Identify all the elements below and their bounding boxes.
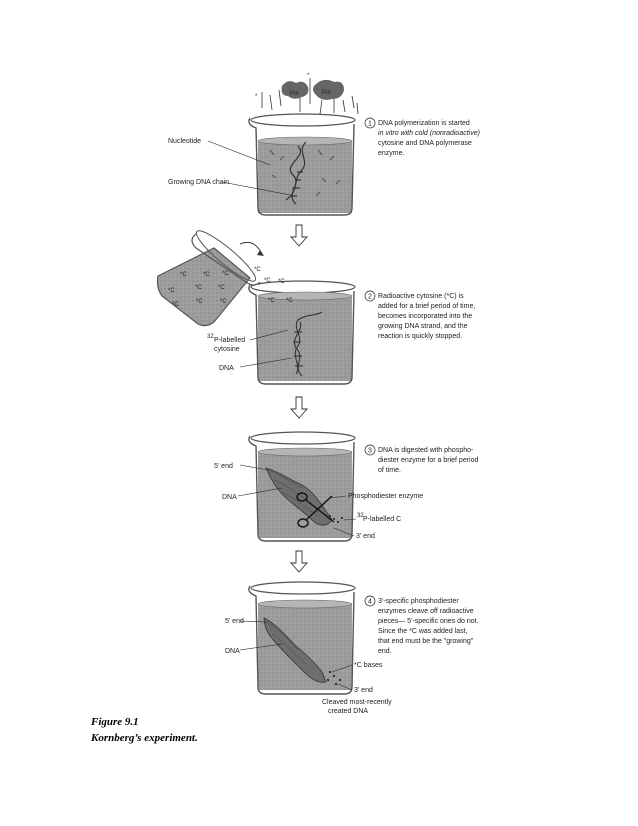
- three-end-label-4: 3' end: [354, 687, 373, 694]
- five-end-label-4: 5' end: [225, 618, 244, 625]
- step-3-text-line-3: of time.: [378, 467, 401, 474]
- step-4-text-line-2: enzymes cleave off radioactive: [378, 608, 474, 615]
- svg-text:Pol: Pol: [290, 91, 299, 97]
- falling-nucleotides: [262, 78, 358, 114]
- step-3-text-line-1: DNA is digested with phospho-: [378, 447, 474, 454]
- cleaved-label-line-2: created DNA: [328, 708, 368, 715]
- step-4-text-line-1: 3'-specific phosphodiester: [378, 598, 459, 605]
- svg-text:*: *: [307, 73, 310, 79]
- pouring-c-mark-4: *C: [168, 288, 175, 294]
- step-1-text-line-1: DNA polymerization is started: [378, 120, 470, 127]
- step-2-text-line-1: Radioactive cytosine (*C) is: [378, 293, 464, 300]
- enzyme-label: Phosphodiester enzyme: [348, 493, 423, 500]
- pouring-c-mark-2: *C: [203, 272, 210, 278]
- c-bases-label: *C bases: [354, 662, 383, 669]
- growing-chain-label: Growing DNA chain: [168, 179, 229, 186]
- step-2-text-line-4: growing DNA strand, and the: [378, 323, 468, 330]
- pouring-beaker: *C *C *C *C *C *C *C *C *C: [158, 225, 261, 325]
- enzyme-blobs: Pol Pol: [282, 80, 344, 100]
- down-arrow-3: [291, 551, 307, 572]
- three-end-label-3: 3' end: [356, 533, 375, 540]
- step-2-text-line-2: added for a brief period of time,: [378, 303, 475, 310]
- step-4-text-line-4: Since the *C was added last,: [378, 628, 468, 635]
- panel-2: *C *C *C *C *C *C *C *C *C *C *C *C *C *…: [158, 225, 476, 384]
- step-2-number: 2: [368, 294, 372, 301]
- down-arrow-1: [291, 225, 307, 246]
- panel-3: 5' end DNA Phosphodiester enzyme 32 P-la…: [214, 432, 478, 541]
- panel-4: 5' end DNA *C bases 3' end Cleaved most-…: [225, 582, 479, 715]
- pouring-c-mark-6: *C: [218, 285, 225, 291]
- step-1-text-line-3: cytosine and DNA polymerase: [378, 140, 472, 147]
- dna-label-3: DNA: [222, 494, 237, 501]
- beaker-4: [249, 582, 355, 694]
- beaker-c-mark-2: *C: [286, 298, 293, 304]
- step-4-text-line-6: end.: [378, 648, 392, 655]
- figure-caption: Kornberg’s experiment.: [91, 732, 198, 744]
- stream-c-mark-1: *C: [254, 267, 261, 273]
- down-arrow-2: [291, 397, 307, 418]
- step-2-text-line-3: becomes incorporated into the: [378, 313, 472, 320]
- cleaved-label-line-1: Cleaved most-recently: [322, 699, 392, 706]
- panel-1: Pol Pol * *: [168, 73, 480, 215]
- nucleotide-label: Nucleotide: [168, 138, 201, 145]
- step-4-number: 4: [368, 599, 372, 606]
- step-1-number: 1: [368, 121, 372, 128]
- step-4-text-line-3: pieces— 5'-specific ones do not.: [378, 618, 479, 625]
- step-1-text-line-4: enzyme.: [378, 150, 405, 157]
- pour-arrow-head: [257, 250, 264, 256]
- beaker-1: [249, 114, 355, 215]
- step-2-text-line-5: reaction is quickly stopped.: [378, 333, 462, 340]
- beaker-c-mark-1: *C: [268, 298, 275, 304]
- p32-label-line-1: P-labelled: [214, 337, 245, 344]
- pouring-c-mark-7: *C: [172, 302, 179, 308]
- figure-number: Figure 9.1: [91, 716, 139, 728]
- svg-text:Pol: Pol: [322, 90, 331, 96]
- dna-label-2: DNA: [219, 365, 234, 372]
- five-end-label-3: 5' end: [214, 463, 233, 470]
- pouring-c-mark-8: *C: [196, 299, 203, 305]
- pouring-c-mark-3: *C: [222, 271, 229, 277]
- p32c-label: P-labelled C: [363, 516, 401, 523]
- pouring-c-mark-5: *C: [195, 285, 202, 291]
- step-3-number: 3: [368, 448, 372, 455]
- dna-label-4: DNA: [225, 648, 240, 655]
- step-3-text-line-2: diester enzyme for a brief period: [378, 457, 478, 464]
- pouring-c-mark-1: *C: [180, 272, 187, 278]
- p32-label-line-2: cytosine: [214, 346, 240, 353]
- step-1-text-line-2: in vitro with cold (nonradioactive): [378, 130, 480, 137]
- pouring-c-mark-9: *C: [220, 299, 227, 305]
- step-4-text-line-5: that end must be the "growing": [378, 638, 474, 645]
- svg-text:*: *: [255, 94, 258, 100]
